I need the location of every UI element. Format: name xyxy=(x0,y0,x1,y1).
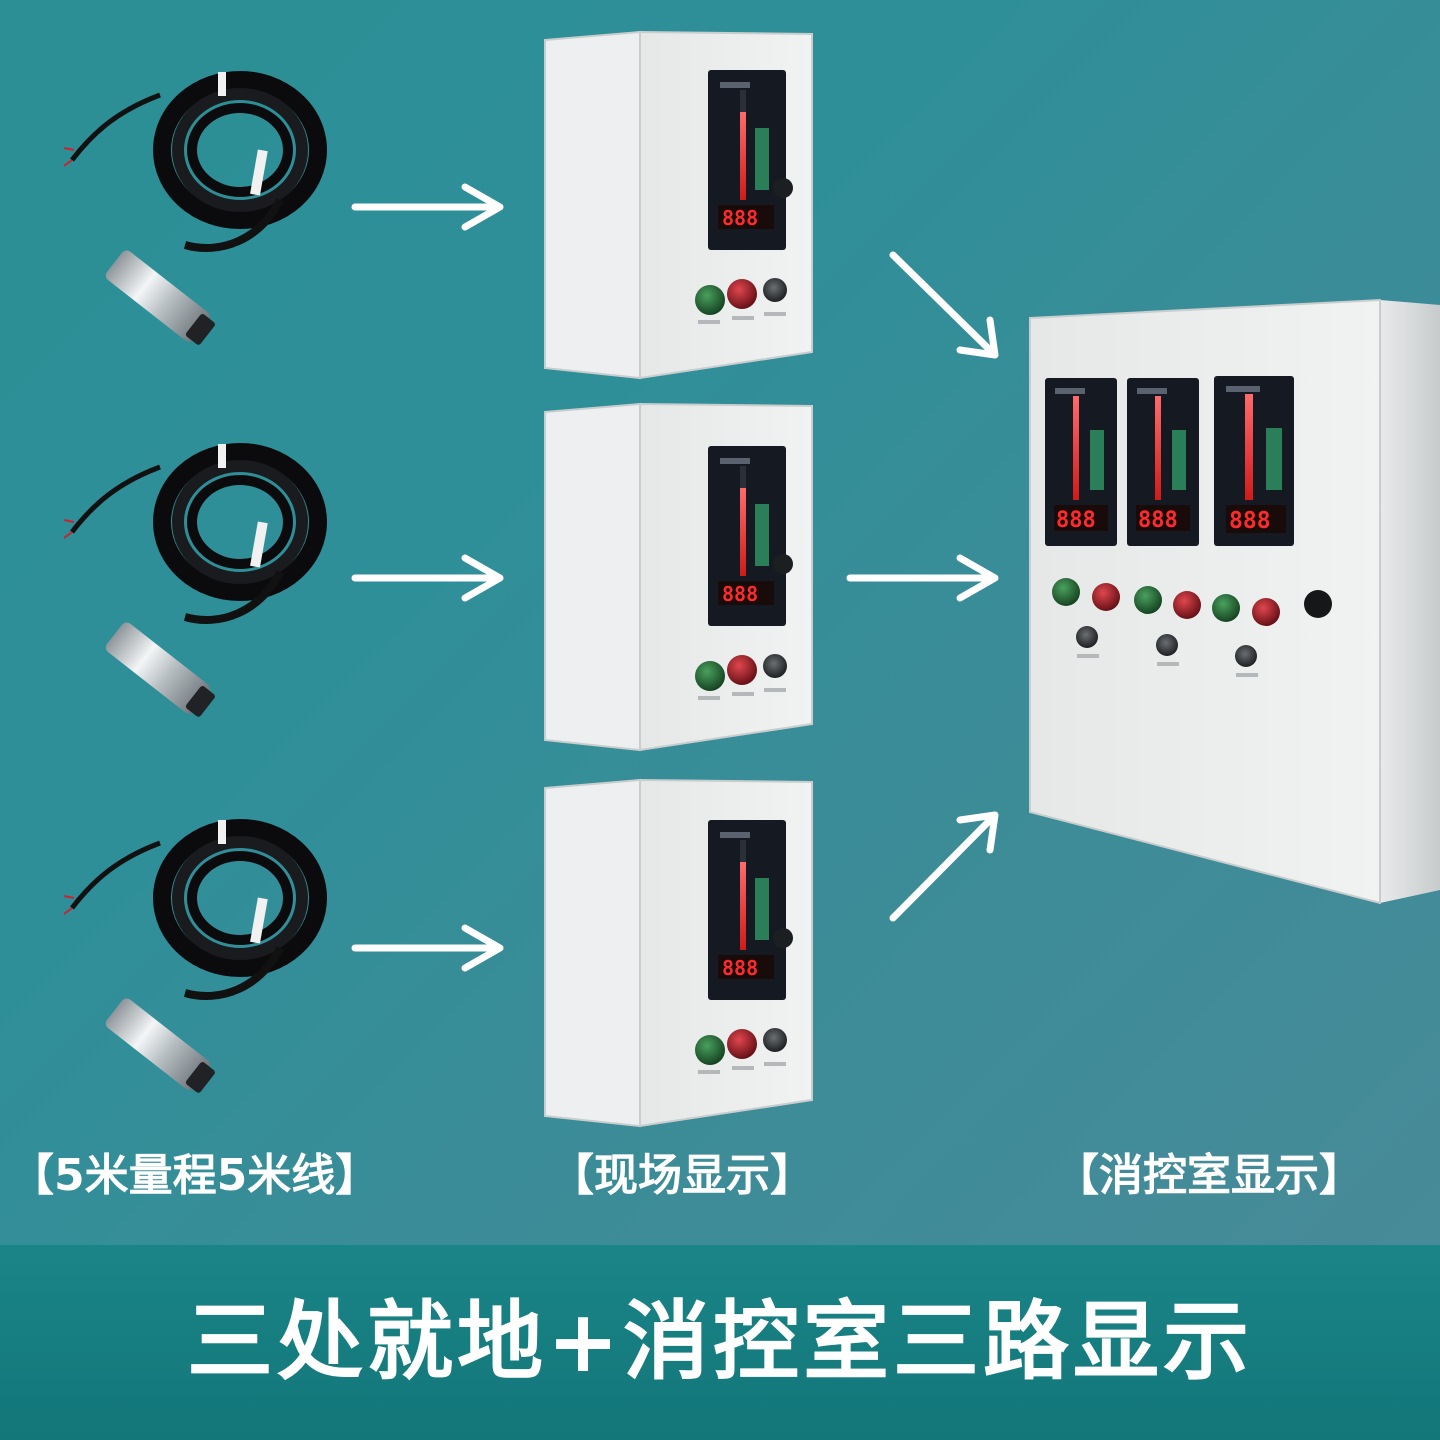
control-cabinet-icon: 888 xyxy=(544,778,813,1128)
sensor-caption: 【5米量程5米线】 xyxy=(10,1150,380,1201)
arrow-icon xyxy=(889,811,999,922)
push-button-icon xyxy=(1052,578,1080,606)
arrow-icon xyxy=(351,554,504,602)
push-button-icon xyxy=(695,285,725,315)
arrow-icon xyxy=(846,554,999,602)
push-button-icon xyxy=(695,661,725,691)
svg-text:888: 888 xyxy=(1229,508,1271,534)
selector-switch-icon xyxy=(1076,626,1098,648)
svg-text:888: 888 xyxy=(722,956,758,980)
bottom-banner: 三处就地+消控室三路显示 xyxy=(0,1245,1440,1440)
control-cabinet-icon: 888 xyxy=(544,30,813,380)
push-button-icon xyxy=(1252,598,1280,626)
bargraph-display-icon: 888 xyxy=(708,446,786,626)
push-button-icon xyxy=(727,279,757,309)
system-diagram: 888 888 xyxy=(63,30,1440,1128)
pressure-sensor-icon xyxy=(63,71,327,345)
control-cabinet-icon: 888 xyxy=(544,402,813,752)
svg-text:888: 888 xyxy=(1056,508,1096,533)
push-button-icon xyxy=(1092,583,1120,611)
svg-text:888: 888 xyxy=(722,206,758,230)
bargraph-display-icon: 888 xyxy=(708,820,786,1000)
pressure-sensor-icon xyxy=(63,819,327,1093)
push-button-icon xyxy=(1134,586,1162,614)
control-room-caption: 【消控室显示】 xyxy=(1055,1150,1363,1201)
push-button-icon xyxy=(695,1035,725,1065)
control-room-cabinet-icon: 888 888 888 xyxy=(1029,298,1440,905)
field-display-caption: 【现场显示】 xyxy=(550,1150,814,1201)
bargraph-display-icon: 888 xyxy=(1127,378,1199,546)
selector-switch-icon xyxy=(763,1028,787,1052)
svg-text:888: 888 xyxy=(1138,508,1178,533)
selector-switch-icon xyxy=(763,654,787,678)
selector-switch-icon xyxy=(1156,634,1178,656)
svg-text:888: 888 xyxy=(722,582,758,606)
bargraph-display-icon: 888 xyxy=(1045,378,1117,546)
selector-switch-icon xyxy=(763,278,787,302)
arrow-icon xyxy=(889,251,999,359)
selector-switch-icon xyxy=(1235,645,1257,667)
push-button-icon xyxy=(1212,594,1240,622)
push-button-icon xyxy=(727,1029,757,1059)
banner-title: 三处就地+消控室三路显示 xyxy=(186,1292,1254,1392)
push-button-icon xyxy=(1173,591,1201,619)
bargraph-display-icon: 888 xyxy=(708,70,786,250)
arrow-icon xyxy=(351,924,504,972)
push-button-icon xyxy=(727,655,757,685)
pressure-sensor-icon xyxy=(63,443,327,717)
bargraph-display-icon: 888 xyxy=(1214,376,1294,546)
arrow-icon xyxy=(351,183,504,231)
